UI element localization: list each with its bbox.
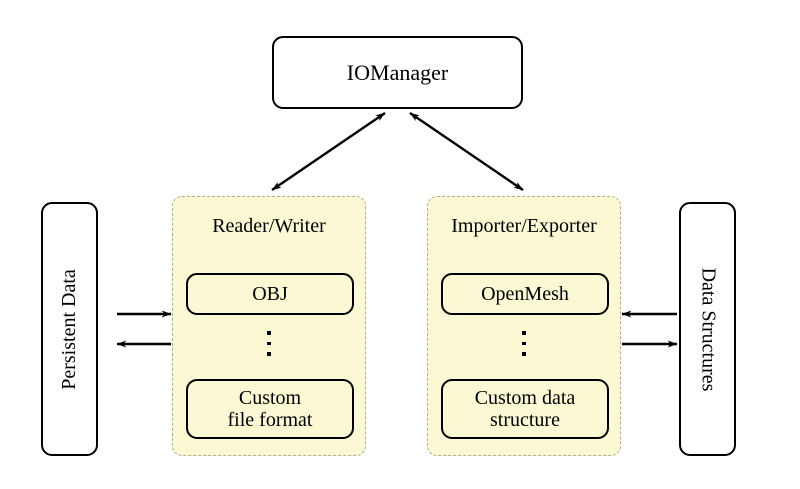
ellipsis-importer-exporter xyxy=(428,331,620,356)
ellipsis-dot xyxy=(267,341,271,345)
ellipsis-dot xyxy=(522,352,526,356)
group-importer-exporter[interactable]: Importer/Exporter OpenMesh Custom data s… xyxy=(427,196,621,456)
node-custom-file-format[interactable]: Custom file format xyxy=(186,379,354,439)
node-custom-data-structure-line1: Custom data xyxy=(474,386,576,409)
ellipsis-dot xyxy=(522,341,526,345)
node-obj-label: OBJ xyxy=(252,282,288,305)
group-importer-exporter-title: Importer/Exporter xyxy=(451,215,597,237)
ellipsis-dot xyxy=(522,331,526,335)
node-custom-data-structure[interactable]: Custom data structure xyxy=(441,379,609,439)
ellipsis-dot xyxy=(267,352,271,356)
node-persistent-data[interactable]: Persistent Data xyxy=(41,202,98,456)
connector-iomanager-reader-writer xyxy=(271,112,386,191)
node-openmesh-label: OpenMesh xyxy=(481,282,569,305)
node-custom-data-structure-line2: structure xyxy=(490,409,560,431)
node-iomanager[interactable]: IOManager xyxy=(272,36,523,109)
node-iomanager-label: IOManager xyxy=(346,59,449,85)
node-custom-file-format-line1: Custom xyxy=(238,386,302,409)
ellipsis-dot xyxy=(267,331,271,335)
connector-iomanager-importer-exporter xyxy=(409,112,524,191)
node-custom-data-structure-label: Custom data structure xyxy=(475,387,576,432)
node-openmesh[interactable]: OpenMesh xyxy=(441,273,609,315)
ellipsis-reader-writer xyxy=(173,331,365,356)
node-custom-file-format-line2: file format xyxy=(227,409,313,431)
group-reader-writer[interactable]: Reader/Writer OBJ Custom file format xyxy=(172,196,366,456)
node-persistent-data-label: Persistent Data xyxy=(58,268,80,390)
group-reader-writer-title: Reader/Writer xyxy=(212,215,326,237)
node-custom-file-format-label: Custom file format xyxy=(228,387,313,432)
node-obj[interactable]: OBJ xyxy=(186,273,354,315)
node-data-structures[interactable]: Data Structures xyxy=(679,202,736,456)
node-data-structures-label: Data Structures xyxy=(697,267,720,391)
